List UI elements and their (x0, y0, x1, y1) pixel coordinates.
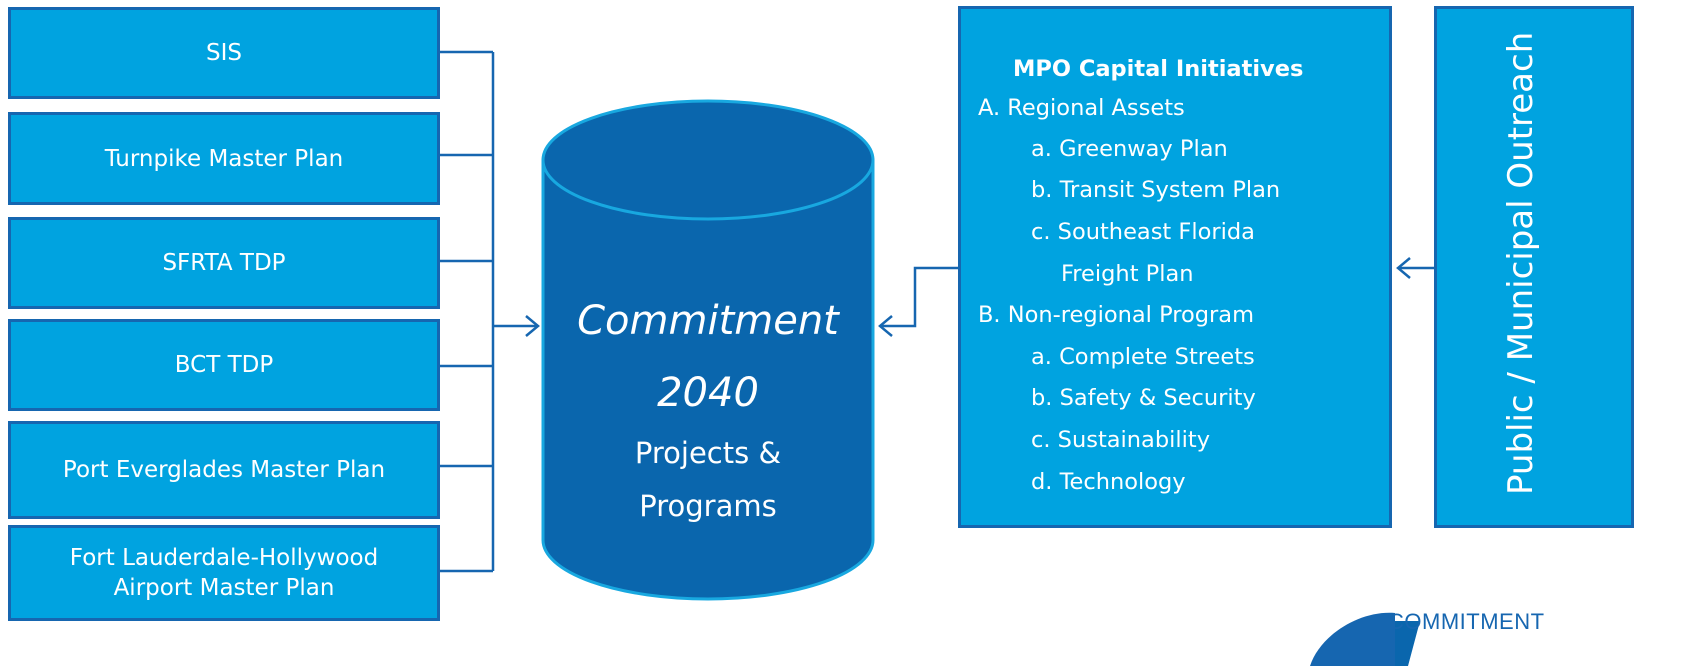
public-outreach-box: Public / Municipal Outreach (1434, 6, 1634, 528)
source-box-sis: SIS (8, 7, 440, 99)
mpo-item: b. Transit System Plan (1031, 177, 1281, 203)
logo-text: COMMITMENT (1388, 609, 1545, 634)
source-label: Turnpike Master Plan (104, 145, 344, 172)
source-label-line-1: Fort Lauderdale-Hollywood (69, 545, 379, 571)
source-box-bct-tdp: BCT TDP (8, 319, 440, 411)
arrow-head-outreach-to-mpo (1396, 257, 1411, 279)
mpo-item: c. Southeast Florida (1031, 219, 1255, 245)
center-title: Commitment (577, 298, 839, 344)
outreach-label: Public / Municipal Outreach (1501, 31, 1541, 495)
arrow-head-mpo-to-center (878, 315, 893, 337)
mpo-item: A. Regional Assets (978, 95, 1185, 121)
source-label: SFRTA TDP (162, 250, 286, 276)
source-box-turnpike-master-plan: Turnpike Master Plan (8, 112, 440, 205)
mpo-item: a. Greenway Plan (1031, 136, 1228, 162)
center-cylinder (541, 99, 875, 601)
logo-wave-shape (1310, 612, 1395, 666)
source-label-line-2: Airport Master Plan (113, 575, 335, 601)
source-label: BCT TDP (174, 352, 274, 378)
connector-mpo-to-center (880, 266, 958, 328)
center-year: 2040 (657, 370, 759, 416)
mpo-title: MPO Capital Initiatives (1013, 56, 1304, 82)
mpo-item: a. Complete Streets (1031, 344, 1255, 370)
source-box-port-everglades: Port Everglades Master Plan (8, 421, 440, 519)
mpo-item: Freight Plan (1061, 261, 1194, 287)
source-box-sfrta-tdp: SFRTA TDP (8, 217, 440, 309)
source-box-airport: Fort Lauderdale-Hollywood Airport Master… (8, 525, 440, 621)
arrow-head-left-to-center (525, 315, 540, 337)
center-subtitle-line-2: Programs (639, 489, 777, 523)
mpo-item: b. Safety & Security (1031, 385, 1256, 411)
mpo-capital-initiatives-box: MPO Capital Initiatives A. Regional Asse… (958, 6, 1392, 528)
commitment-2040-logo (1310, 612, 1420, 666)
source-label: SIS (206, 40, 242, 66)
mpo-item: c. Sustainability (1031, 427, 1211, 453)
mpo-item: B. Non-regional Program (978, 302, 1254, 328)
center-subtitle-line-1: Projects & (634, 436, 782, 470)
source-label: Port Everglades Master Plan (62, 457, 386, 483)
mpo-item: d. Technology (1031, 469, 1186, 495)
